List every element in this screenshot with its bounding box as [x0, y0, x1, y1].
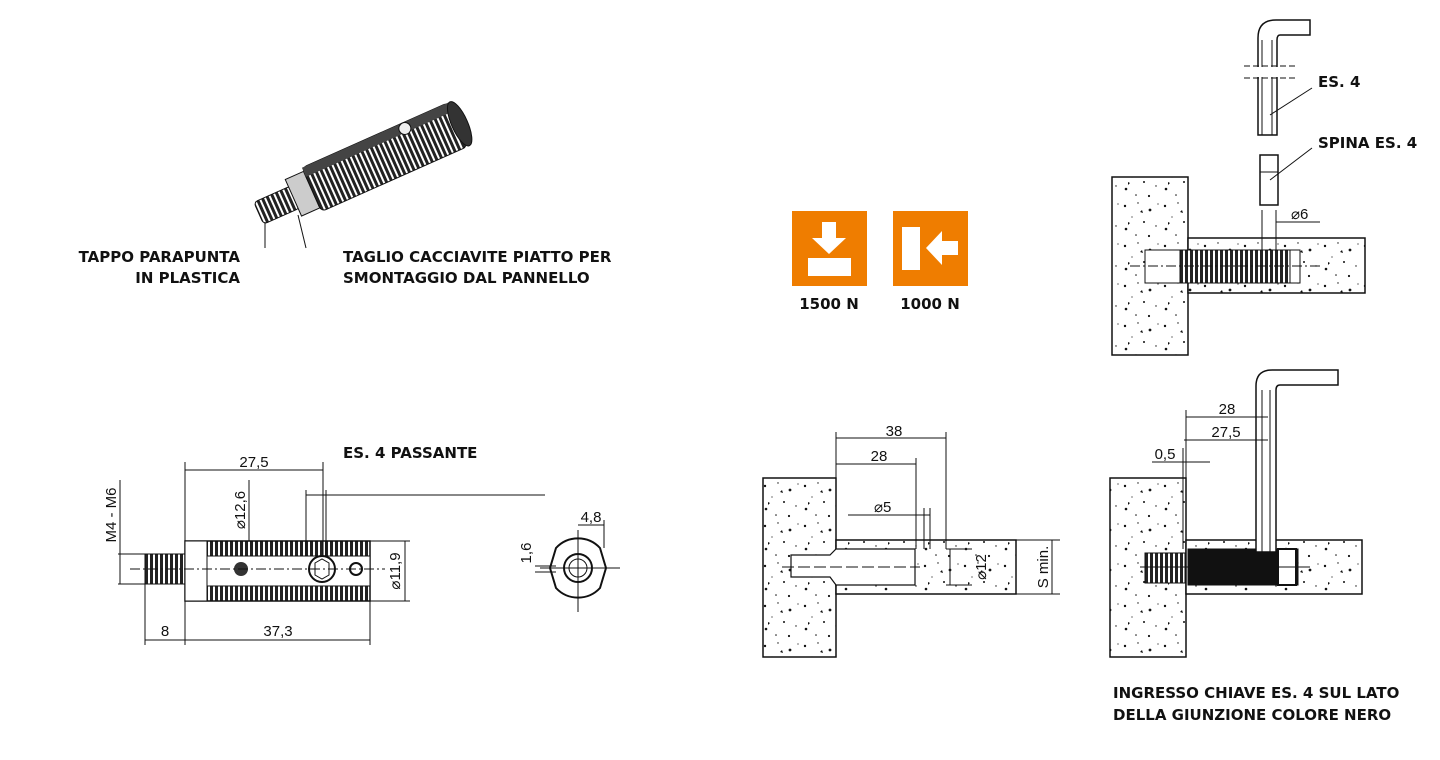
dim-37-3: 37,3	[263, 623, 292, 640]
slot-label-line2: SMONTAGGIO DAL PANNELLO	[343, 269, 590, 287]
dim-38: 38	[886, 423, 903, 440]
dim-thread-m4-m6: M4 - M6	[103, 487, 120, 542]
pin-label: SPINA ES. 4	[1318, 134, 1417, 152]
dim-diameter-12-6: ⌀12,6	[232, 491, 249, 529]
assembly-top-drawing	[1111, 19, 1366, 356]
drilling-drawing	[762, 432, 1060, 658]
dim-diameter-5: ⌀5	[874, 499, 891, 516]
dim-4-8: 4,8	[581, 509, 602, 526]
side-view-drawing	[118, 462, 545, 645]
dim-28: 28	[871, 448, 888, 465]
assembly-bottom-drawing	[1109, 369, 1363, 658]
load-pull-out-value: 1500 N	[799, 295, 859, 313]
caption-line2: DELLA GIUNZIONE COLORE NERO	[1113, 706, 1391, 724]
shear-arrow-icon	[893, 211, 968, 286]
cap-label-line2: IN PLASTICA	[135, 269, 240, 287]
product-illustration	[254, 101, 473, 224]
slot-label-line1: TAGLIO CACCIAVITE PIATTO PER	[343, 248, 612, 266]
dim-diameter-6: ⌀6	[1291, 206, 1308, 223]
dim-diameter-12: ⌀12	[973, 554, 990, 580]
end-view-drawing	[535, 520, 620, 612]
key-label: ES. 4	[1318, 73, 1360, 91]
caption-line1: INGRESSO CHIAVE ES. 4 SUL LATO	[1113, 684, 1399, 702]
dim-28-bottom: 28	[1219, 401, 1236, 418]
through-key-title: ES. 4 PASSANTE	[343, 444, 477, 462]
dim-27-5: 27,5	[239, 454, 268, 471]
cap-label-line1: TAPPO PARAPUNTA	[79, 248, 241, 266]
dim-diameter-11-9: ⌀11,9	[387, 552, 404, 589]
dim-s-min: S min.	[1035, 546, 1052, 589]
dim-8: 8	[161, 623, 169, 640]
load-shear-value: 1000 N	[900, 295, 960, 313]
dim-27-5-bottom: 27,5	[1211, 424, 1240, 441]
dim-1-6: 1,6	[518, 543, 535, 564]
pull-out-arrow-icon	[792, 211, 867, 286]
dim-0-5: 0,5	[1155, 446, 1176, 463]
